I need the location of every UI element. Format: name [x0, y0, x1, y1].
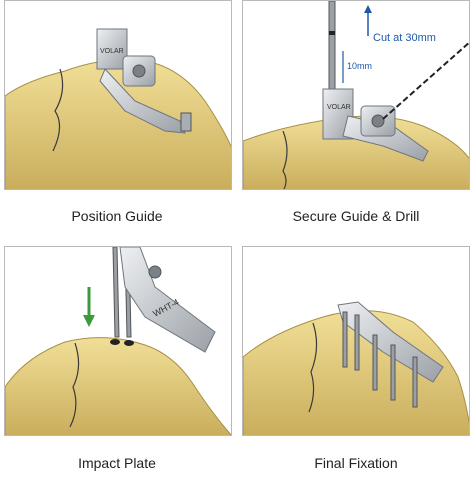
bone-shape: [5, 59, 231, 189]
drill-hole: [124, 340, 134, 346]
guide-label: VOLAR: [100, 48, 124, 55]
caption-secure-guide-drill: Secure Guide & Drill: [292, 208, 420, 224]
fracture-line: [282, 130, 288, 189]
annotation-cut: Cut at 30mm: [373, 32, 436, 44]
secure-guide-illustration: VOLAR Cut at 30mm 10mm: [243, 1, 469, 189]
drill-hole: [110, 339, 120, 345]
fixation-pegs: [342, 311, 418, 408]
guide-hole: [371, 114, 385, 128]
cut-arrow-head: [364, 5, 372, 13]
fracture-line: [52, 68, 64, 152]
annotation-depth: 10mm: [347, 61, 372, 71]
drill-depth-mark: [329, 31, 335, 35]
plate-body: [119, 247, 216, 353]
impact-plate-illustration: WHT-4: [5, 247, 231, 435]
k-wire: [382, 41, 469, 120]
caption-position-guide: Position Guide: [71, 208, 163, 224]
fracture-line: [69, 342, 80, 428]
guide-screw: [180, 112, 192, 132]
guide-hole: [132, 64, 146, 78]
panel-impact-plate: WHT-4: [4, 246, 232, 436]
panel-final-fixation: [242, 246, 470, 436]
caption-final-fixation: Final Fixation: [314, 455, 398, 471]
final-fixation-illustration: [243, 301, 469, 435]
guide-arm: [99, 68, 186, 134]
impact-arrow-head: [83, 315, 95, 327]
caption-impact-plate: Impact Plate: [78, 455, 156, 471]
panel-position-guide: VOLAR: [4, 0, 232, 190]
guide-label: VOLAR: [327, 104, 351, 111]
bone-shape: [5, 337, 231, 435]
volar-guide-block: [96, 28, 128, 70]
fracture-line: [308, 322, 318, 413]
plate-hole: [148, 265, 162, 279]
position-guide-illustration: VOLAR: [5, 28, 231, 189]
panel-secure-guide-drill: VOLAR Cut at 30mm 10mm: [242, 0, 470, 190]
